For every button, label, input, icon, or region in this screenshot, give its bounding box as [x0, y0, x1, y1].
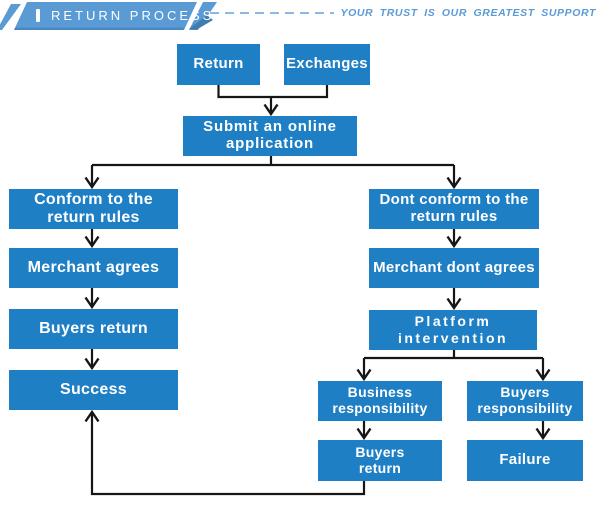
flow-node-dont-conform-rules: Dont conform to the return rules — [369, 189, 539, 229]
flow-node-platform-intervention: Platform intervention — [369, 310, 537, 350]
arrowhead-down — [84, 357, 100, 371]
arrowhead-down — [84, 235, 100, 249]
banner-right-sliver — [189, 2, 217, 30]
arrowhead-down — [446, 176, 462, 190]
arrowhead-down — [535, 427, 551, 441]
flow-node-exchanges: Exchanges — [284, 44, 370, 85]
arrowhead-down — [356, 368, 372, 382]
flow-node-merchant-dont-agrees: Merchant dont agrees — [369, 248, 539, 288]
flow-node-buyers-return-left: Buyers return — [9, 309, 178, 349]
arrowhead-down — [446, 297, 462, 311]
title-bar-icon — [36, 8, 40, 22]
arrowhead-down — [84, 296, 100, 310]
page-title: RETURN PROCESS — [36, 0, 214, 30]
arrowhead-up — [84, 409, 100, 423]
arrowhead-down — [263, 103, 279, 117]
header-banner-graphic — [0, 2, 388, 30]
header-tagline: YOUR TRUST IS OUR GREATEST SUPPORT — [334, 7, 596, 19]
banner-fold-shadow — [189, 15, 213, 30]
flow-node-business-responsibility: Business responsibility — [318, 381, 442, 421]
flow-node-submit-application: Submit an online application — [183, 116, 357, 156]
flow-node-success: Success — [9, 370, 178, 410]
flow-node-conform-rules: Conform to the return rules — [9, 189, 178, 229]
page-title-text: RETURN PROCESS — [51, 7, 215, 23]
flow-node-buyers-responsibility: Buyers responsibility — [467, 381, 583, 421]
arrowhead-down — [535, 368, 551, 382]
banner-parallelogram — [14, 2, 197, 30]
arrowhead-down — [356, 427, 372, 441]
flow-node-failure: Failure — [467, 440, 583, 481]
flow-node-merchant-agrees: Merchant agrees — [9, 248, 178, 288]
connector-line — [362, 350, 545, 378]
connector-line — [90, 156, 456, 186]
flow-node-return: Return — [177, 44, 260, 85]
banner-bottom-shade — [14, 27, 185, 30]
arrowhead-down — [446, 235, 462, 249]
banner-left-sliver — [0, 4, 21, 30]
arrowhead-down — [84, 176, 100, 190]
flow-node-buyers-return-right: Buyers return — [318, 440, 442, 481]
connector-line — [217, 85, 329, 99]
connector-line — [90, 413, 366, 496]
header: RETURN PROCESS YOUR TRUST IS OUR GREATES… — [0, 0, 600, 34]
